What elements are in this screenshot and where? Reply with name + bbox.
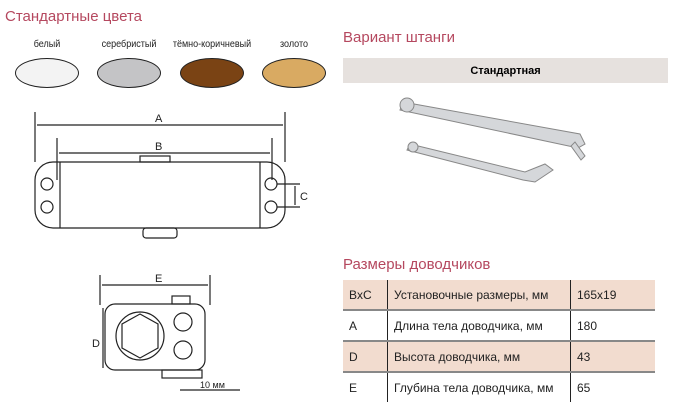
color-label: белый: [33, 39, 61, 50]
label-d: D: [92, 338, 100, 350]
cell-desc: Длина тела доводчика, мм: [387, 310, 571, 341]
front-view: [99, 275, 240, 391]
label-e: E: [155, 273, 162, 285]
label-b: B: [155, 141, 162, 153]
label-10mm: 10 мм: [200, 380, 225, 390]
closer-diagrams: A B C E D 10 мм: [34, 112, 308, 391]
cell-value: 65: [577, 380, 591, 395]
cell-desc: Высота доводчика, мм: [387, 341, 571, 372]
color-label: тёмно-коричневый: [172, 39, 252, 50]
cell-value: 180: [577, 318, 598, 333]
color-swatch: [15, 58, 79, 88]
cell-value: 165x19: [570, 280, 655, 310]
arm-image: [399, 97, 586, 183]
sizes-title: Размеры доводчиков: [343, 256, 491, 273]
color-swatch: [180, 58, 244, 88]
arm-title: Вариант штанги: [343, 29, 455, 46]
color-swatch: [97, 58, 161, 88]
cell-code: BxC: [343, 280, 388, 310]
side-view: [34, 112, 300, 239]
arm-option-header: Стандартная: [343, 58, 668, 83]
cell-desc: Глубина тела доводчика, мм: [387, 372, 571, 402]
cell-code: A: [343, 310, 388, 341]
label-a: A: [155, 113, 163, 125]
cell-code: E: [343, 372, 388, 402]
label-c: C: [300, 191, 308, 203]
cell-value: 43: [570, 341, 655, 372]
color-label: золото: [279, 39, 309, 50]
color-label: серебристый: [101, 39, 157, 50]
cell-code: D: [343, 341, 388, 372]
color-swatch: [262, 58, 326, 88]
cell-desc: Установочные размеры, мм: [387, 280, 571, 310]
colors-title: Стандартные цвета: [5, 8, 142, 25]
